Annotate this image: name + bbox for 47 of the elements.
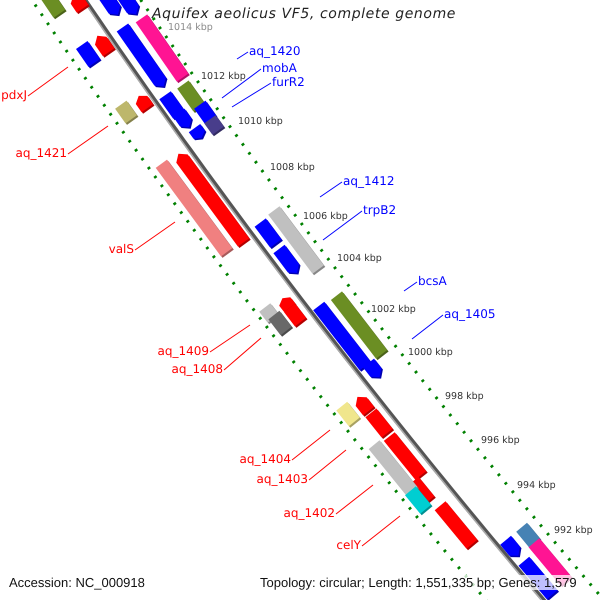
gene-label: aq_1409 <box>157 344 209 358</box>
leader-line <box>308 450 346 480</box>
gene-label: celY <box>336 538 361 552</box>
gene-label: aq_1408 <box>171 362 223 376</box>
leader-line <box>224 338 262 370</box>
gene-label: furR2 <box>272 75 305 89</box>
gene-label: mobA <box>262 61 297 75</box>
genome-info-text: Topology: circular; Length: 1,551,335 bp; Genes: 1,579 <box>260 575 577 590</box>
gene-label: trpB2 <box>363 203 396 217</box>
tick-label: 992 kbp <box>554 525 593 536</box>
gene-label: aq_1420 <box>249 44 301 58</box>
tick-label: 1010 kbp <box>238 116 283 127</box>
gene-label: aq_1405 <box>444 307 496 321</box>
tick-label: 1000 kbp <box>408 347 453 358</box>
gene-label: pdxJ <box>1 88 27 102</box>
leader-line <box>210 324 250 352</box>
gene-label: aq_1402 <box>283 506 335 520</box>
tick-label: 1006 kbp <box>303 211 348 222</box>
gene-label: valS <box>108 242 134 256</box>
tick-label: 998 kbp <box>445 391 484 402</box>
tick-label: 1012 kbp <box>201 71 246 82</box>
leader-line <box>404 282 418 292</box>
tick-label: 1004 kbp <box>337 253 382 264</box>
gene-label: aq_1403 <box>256 472 308 486</box>
gene-label: aq_1421 <box>15 146 67 160</box>
leader-line <box>236 52 248 60</box>
tick-label: 1014 kbp <box>168 22 213 33</box>
tick-label: 1008 kbp <box>270 162 315 173</box>
leader-line <box>222 68 262 98</box>
leader-line <box>362 516 400 546</box>
leader-line <box>292 430 330 460</box>
gene-label: bcsA <box>418 274 447 288</box>
leader-line <box>412 314 444 340</box>
tick-label: 1002 kbp <box>371 304 416 315</box>
gene-label: aq_1404 <box>239 452 291 466</box>
leader-line <box>134 222 176 250</box>
diagram-title: Aquifex aeolicus VF5, complete genome <box>152 6 456 22</box>
leader-line <box>322 210 362 240</box>
genome-info-text: Accession: NC_000918 <box>9 575 145 590</box>
leader-line <box>320 182 342 198</box>
leader-line <box>68 126 108 154</box>
tick-label: 994 kbp <box>517 480 556 491</box>
gene-label: aq_1412 <box>343 174 395 188</box>
tick-label: 996 kbp <box>481 435 520 446</box>
leader-line <box>28 66 68 96</box>
leader-line <box>232 82 272 108</box>
leader-line <box>336 484 374 514</box>
